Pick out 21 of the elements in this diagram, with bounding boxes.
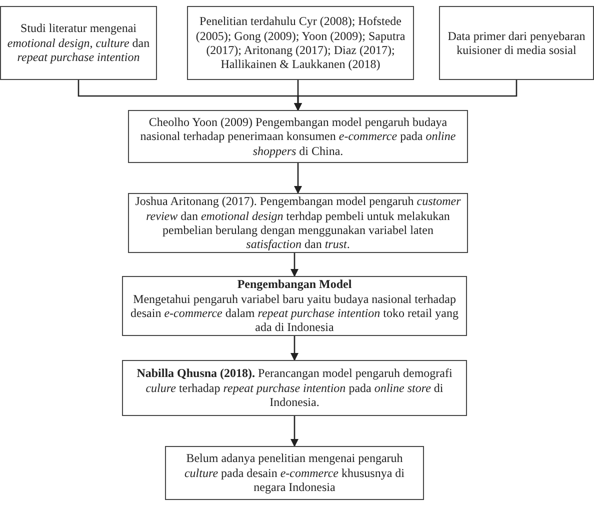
box-text: Data primer dari penyebaran kuisioner di media sosial <box>446 28 586 58</box>
box-text: Joshua Aritonang (2017). Pengembangan model pengaruh customer review dan emotional design terhdap pembeli untuk melakukan pembelian berulang dengan menggunakan variabel laten satisfaction dan trust. <box>135 194 461 252</box>
process-box <box>439 6 594 80</box>
box-text: Mengetahui pengaruh variabel baru yaitu budaya nasional terhadap desain e-commerce dalam repeat purchase intention toko retail yang ada di Indonesia <box>130 292 460 335</box>
process-box <box>128 110 468 163</box>
box-text: Penelitian terdahulu Cyr (2008); Hofstede (2005); Gong (2009); Yoon (2009); Saputra (2017); Aritonang (2017); Diaz (2017); Hallikainen & Laukkanen (2018) <box>194 14 406 72</box>
process-box <box>165 446 424 500</box>
process-box <box>122 360 467 416</box>
arrow <box>290 416 298 447</box>
arrow <box>290 253 298 277</box>
arrow <box>294 163 302 194</box>
box-text: Nabilla Qhusna (2018). Perancangan model pengaruh demografi culure terhadap repeat purchase intention pada online store di Indonesia. <box>136 366 454 410</box>
process-box <box>0 6 157 80</box>
arrow <box>294 80 518 111</box>
box-text: Belum adanya penelitian mengenai pengaruh culture pada desain e-commerce khususnya di negara Indonesia <box>183 451 406 495</box>
process-box <box>187 6 414 80</box>
process-box <box>122 276 467 336</box>
box-text: Cheolho Yoon (2009) Pengembangan model pengaruh budaya nasional terhadap penerimaan konsumen e-commerce pada online shoppers di China. <box>139 114 457 158</box>
box-text: Studi literatur mengenai emotional design, culture dan repeat purchase intention <box>7 21 150 65</box>
arrow <box>290 336 298 361</box>
box-heading: Pengembangan Model <box>237 277 352 292</box>
